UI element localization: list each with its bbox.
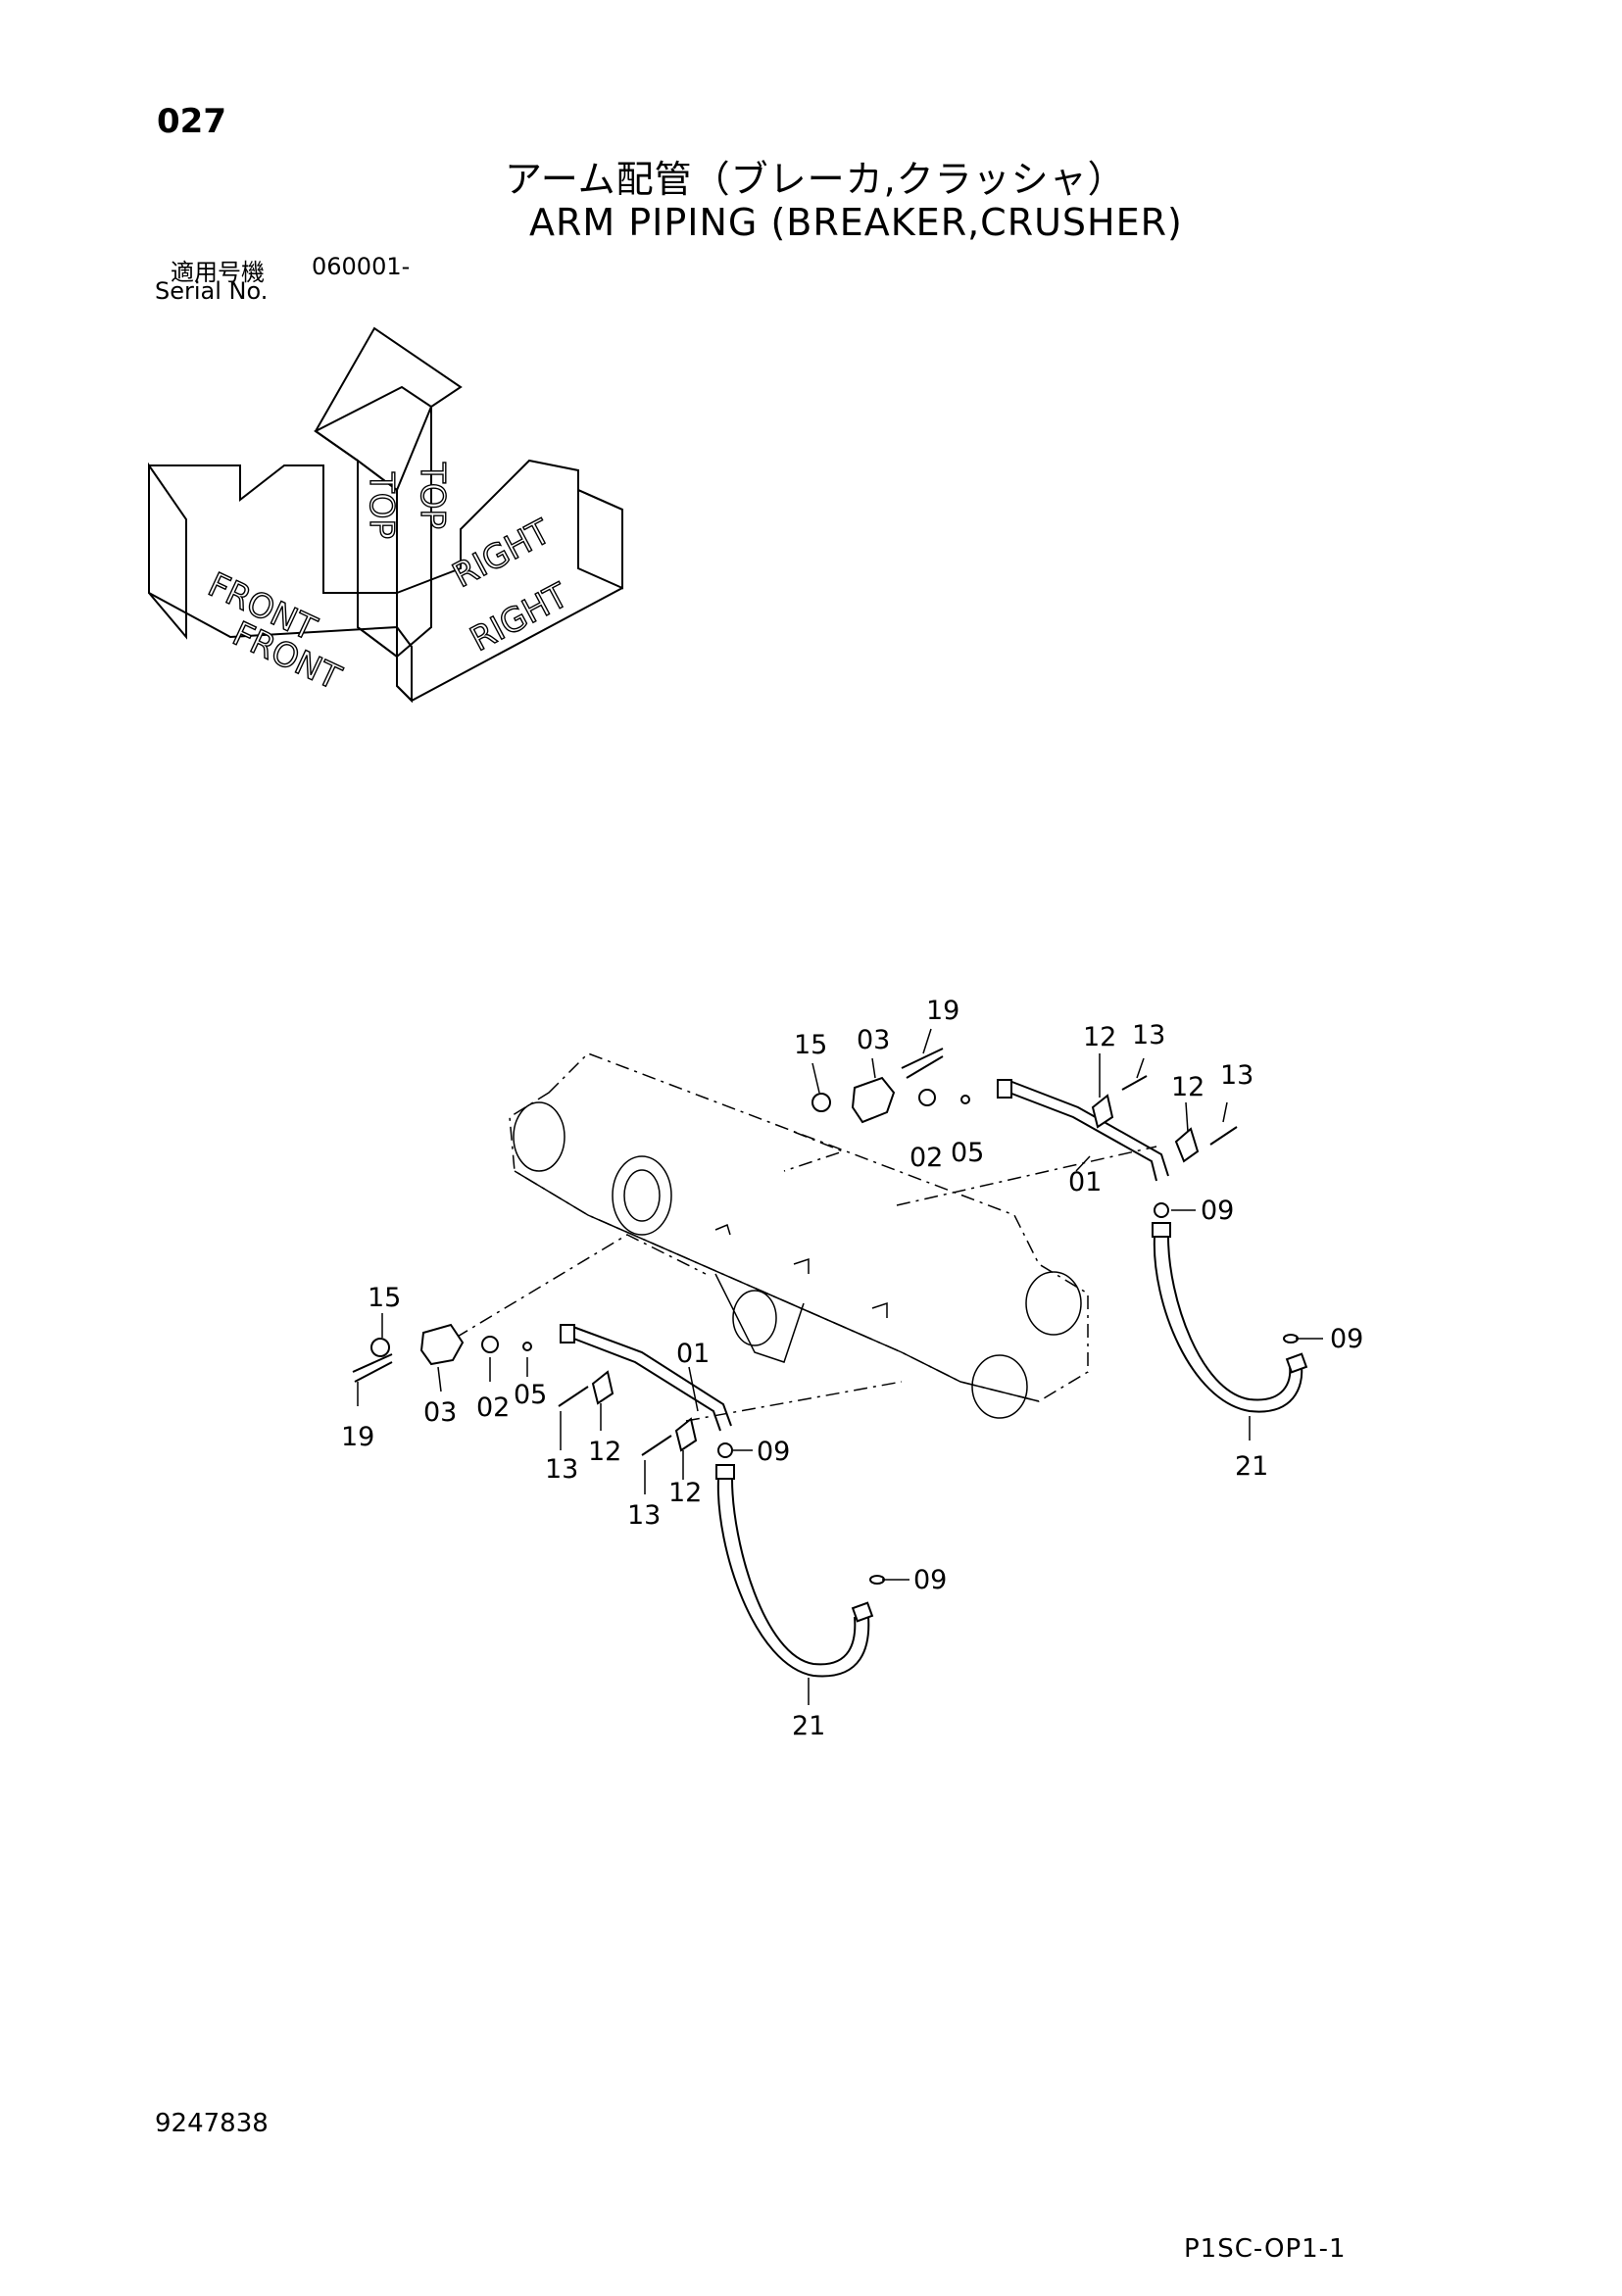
upper-piping-assembly [811,1048,1308,1413]
serial-label-english: Serial No. [155,277,269,305]
label-01-upper: 01 [1068,1167,1102,1197]
label-09-lower-a: 09 [757,1437,790,1467]
label-05-upper: 05 [951,1138,984,1168]
document-code: 9247838 [155,2109,269,2138]
label-19-upper: 19 [926,996,959,1026]
page-code: P1SC-OP1-1 [1184,2234,1347,2264]
label-13-upper-a: 13 [1132,1020,1165,1050]
serial-label-japanese: 適用号機 [171,259,265,286]
title-english: ARM PIPING (BREAKER,CRUSHER) [529,201,1183,244]
orientation-indicator: FRONT FRONT TOP TOP RIGHT RIGHT [148,326,623,704]
leader-lines [357,1028,1323,1705]
label-13-upper-b: 13 [1220,1060,1253,1091]
label-21-lower: 21 [792,1711,825,1741]
arm-body-outline [509,1052,1089,1419]
page-number: 027 [157,102,226,141]
label-12-upper-a: 12 [1083,1022,1116,1052]
label-05-lower: 05 [514,1380,547,1410]
label-15-lower: 15 [368,1283,401,1313]
label-09-upper-a: 09 [1201,1196,1234,1226]
orientation-label-top: TOP [362,471,401,539]
label-19-lower: 19 [341,1422,374,1452]
label-12-lower-a: 12 [588,1437,621,1467]
label-01-lower: 01 [676,1339,710,1369]
label-09-lower-b: 09 [913,1565,947,1595]
label-21-upper: 21 [1235,1451,1268,1482]
label-12-lower-b: 12 [668,1478,702,1508]
label-03-upper: 03 [857,1025,890,1055]
label-13-lower-b: 13 [627,1500,661,1531]
label-03-lower: 03 [423,1397,457,1428]
orientation-label-right-outline: RIGHT [464,576,574,659]
orientation-label-top-outline: TOP [413,462,452,529]
label-12-upper-b: 12 [1171,1072,1204,1102]
lower-piping-assembly [352,1323,885,1678]
reference-lines [455,1131,1157,1422]
label-13-lower-a: 13 [545,1454,578,1485]
title-japanese: アーム配管（ブレーカ,クラッシャ） [505,158,1126,201]
serial-number-value: 060001- [312,253,411,280]
label-09-upper-b: 09 [1330,1324,1363,1354]
part-labels: 15 03 19 02 05 12 13 12 13 01 09 09 21 1… [341,996,1363,1741]
label-02-upper: 02 [909,1143,943,1173]
label-15-upper: 15 [794,1030,827,1060]
label-02-lower: 02 [476,1392,510,1423]
